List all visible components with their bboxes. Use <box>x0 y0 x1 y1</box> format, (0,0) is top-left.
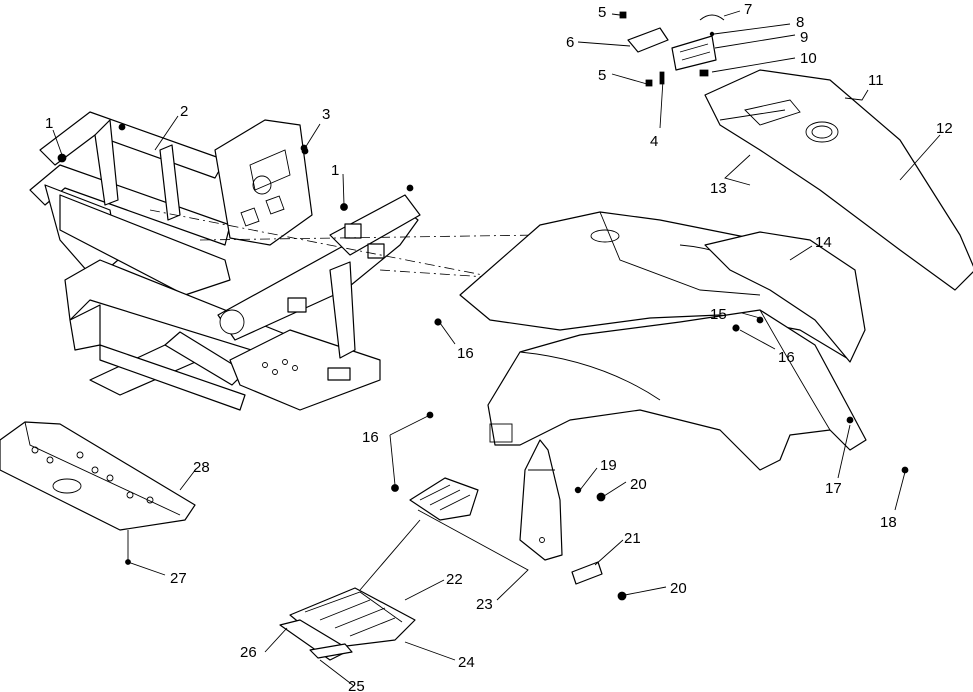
skid-plate <box>0 421 196 531</box>
callout-20-lower: 20 <box>670 580 687 597</box>
front-cab <box>704 69 973 291</box>
footrest-assembly <box>279 477 479 661</box>
callout-12: 12 <box>936 120 953 137</box>
rear-fender-body <box>459 211 866 363</box>
callout-20-upper: 20 <box>630 476 647 493</box>
callout-24: 24 <box>458 654 475 671</box>
callout-2: 2 <box>180 103 188 120</box>
callout-6: 6 <box>566 34 574 51</box>
headlight-assembly <box>619 11 725 87</box>
callout-22: 22 <box>446 571 463 588</box>
frame-assembly <box>29 111 421 411</box>
callout-10: 10 <box>800 50 817 67</box>
callout-19: 19 <box>600 457 617 474</box>
callout-25: 25 <box>348 678 365 692</box>
callout-5-top: 5 <box>598 4 606 21</box>
callout-1-frame-left: 1 <box>45 115 53 132</box>
callout-27: 27 <box>170 570 187 587</box>
callout-11: 11 <box>868 72 884 89</box>
callout-28: 28 <box>193 459 210 476</box>
callout-5-bottom: 5 <box>598 67 606 84</box>
callout-13: 13 <box>710 180 727 197</box>
callout-16-right: 16 <box>778 349 795 366</box>
callout-15: 15 <box>710 306 727 323</box>
callout-26: 26 <box>240 644 257 661</box>
front-fender <box>487 309 867 471</box>
callout-17: 17 <box>825 480 842 497</box>
callout-7: 7 <box>744 1 752 18</box>
callout-9: 9 <box>800 29 808 46</box>
callout-16-middle: 16 <box>362 429 379 446</box>
callout-14: 14 <box>815 234 832 251</box>
callout-8: 8 <box>796 14 804 31</box>
callout-3: 3 <box>322 106 330 123</box>
callout-labels: 1 1 2 3 4 5 5 6 7 8 9 10 11 12 13 14 15 … <box>45 1 953 692</box>
callout-21: 21 <box>624 530 641 547</box>
callout-18: 18 <box>880 514 897 531</box>
mud-flap <box>519 439 603 585</box>
callout-16-left: 16 <box>457 345 474 362</box>
callout-23: 23 <box>476 596 493 613</box>
callout-4: 4 <box>650 133 658 150</box>
leader-lines <box>52 10 941 687</box>
fasteners <box>125 147 909 601</box>
callout-1-frame-right: 1 <box>331 162 339 179</box>
